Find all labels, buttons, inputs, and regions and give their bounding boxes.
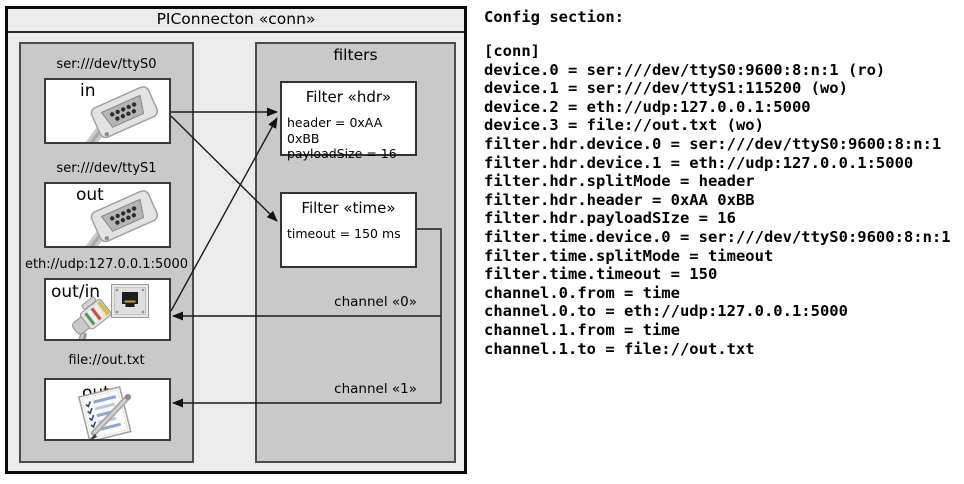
config-line: filter.hdr.header = 0xAA 0xBB [484,190,755,209]
config-line: channel.0.to = eth://udp:127.0.0.1:5000 [484,302,848,321]
config-line: device.0 = ser:///dev/ttyS0:9600:8:n:1 (… [484,60,886,79]
device-box-file: out [44,378,171,441]
device-box-eth: out/in [44,278,171,341]
filter-time-box: Filter «time» timeout = 150 ms [280,192,417,268]
device-port-label: in [80,81,96,101]
config-line: filter.hdr.device.0 = ser:///dev/ttyS0:9… [484,134,942,153]
filter-time-title: Filter «time» [301,199,396,217]
config-line: device.3 = file://out.txt (wo) [484,116,764,135]
config-line: filter.time.timeout = 150 [484,265,718,284]
filter-hdr-title: Filter «hdr» [305,88,392,106]
ethernet-plug-image [69,296,112,339]
ethernet-port-icon [111,284,149,318]
device-port-label: out [76,185,104,205]
config-lines: [conn]device.0 = ser:///dev/ttyS0:9600:8… [484,42,951,358]
config-line: filter.time.device.0 = ser:///dev/ttyS0:… [484,227,951,246]
config-line: filter.hdr.device.1 = eth://udp:127.0.0.… [484,153,914,172]
serial-connector-image [85,190,159,246]
config-section-heading: Config section: [484,8,624,26]
filter-hdr-box: Filter «hdr» header = 0xAA 0xBB payloadS… [280,81,417,161]
frame-title-separator [8,31,464,33]
device-uri-file: file://out.txt [68,353,145,368]
filters-panel-title: filters [333,46,378,64]
device-port-label: out/in [51,282,101,302]
device-box-ttyS0: in [44,78,171,144]
config-line: device.1 = ser:///dev/ttyS1:115200 (wo) [484,79,848,98]
frame-title: PIConnecton «conn» [156,10,316,28]
device-uri-eth: eth://udp:127.0.0.1:5000 [24,257,189,272]
channel-1-label: channel «1» [334,381,417,397]
config-line: filter.hdr.splitMode = header [484,172,755,191]
config-line: channel.1.to = file://out.txt [484,339,755,358]
config-line: filter.time.splitMode = timeout [484,246,774,265]
config-line: channel.1.from = time [484,320,680,339]
device-box-ttyS1: out [44,182,171,248]
filter-hdr-prop-header: header = 0xAA 0xBB [287,115,383,146]
config-line: channel.0.from = time [484,283,680,302]
config-line: [conn] [484,42,540,60]
config-line: filter.hdr.payloadSIze = 16 [484,209,736,228]
filter-hdr-prop-payload: payloadSize = 16 [287,146,397,161]
channel-0-label: channel «0» [334,294,417,310]
notepad-pen-image [77,385,132,439]
serial-connector-image [85,86,159,142]
config-line: device.2 = eth://udp:127.0.0.1:5000 [484,97,811,116]
device-uri-ttyS0: ser:///dev/ttyS0 [56,57,157,72]
filter-time-prop-timeout: timeout = 150 ms [287,226,401,241]
device-uri-ttyS1: ser:///dev/ttyS1 [56,161,157,176]
